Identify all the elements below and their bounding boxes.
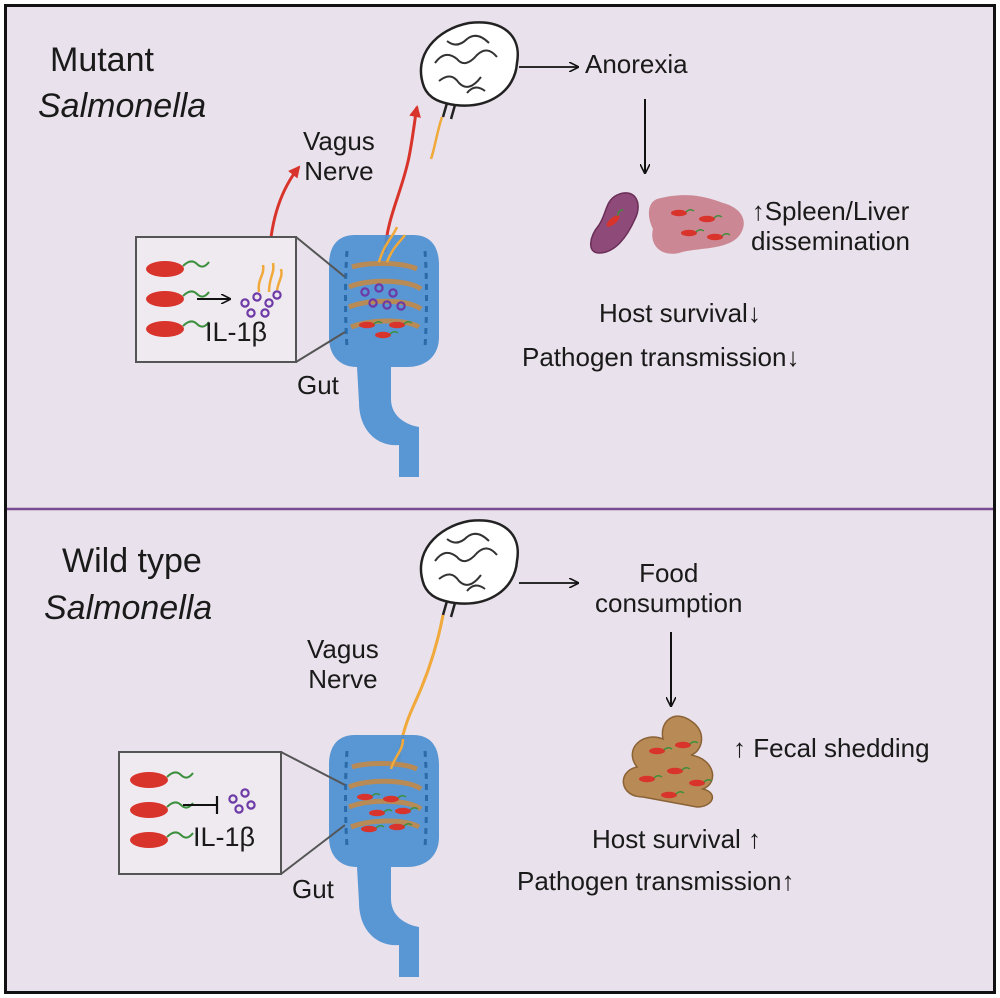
figure-frame: Mutant Salmonella Vagus Nerve IL-1β Gut …: [4, 4, 996, 994]
wildtype-title: Wild type: [62, 542, 202, 580]
feces-icon: [622, 715, 714, 808]
cytokine-label: IL-1β: [205, 317, 268, 347]
brain-icon: [419, 21, 520, 120]
gut-label: Gut: [292, 874, 334, 904]
brain-icon: [419, 519, 520, 618]
host-survival-label: Host survival ↑: [592, 824, 762, 854]
vagus-nerve-label: Vagus Nerve: [303, 126, 375, 186]
anorexia-label: Anorexia: [585, 49, 688, 79]
dissemination-label: ↑Spleen/Liver dissemination: [751, 196, 910, 256]
spleen-icon: [590, 192, 639, 254]
mutant-title: Mutant: [50, 41, 154, 79]
gut-icon: [329, 226, 439, 477]
host-survival-label: Host survival↓: [599, 298, 761, 328]
diagram-artwork: [7, 21, 993, 977]
gut-label: Gut: [297, 370, 339, 400]
wildtype-species: Salmonella: [44, 589, 213, 627]
liver-icon: [648, 195, 744, 254]
food-consumption-label: Food consumption: [595, 558, 743, 618]
fecal-shedding-label: ↑ Fecal shedding: [733, 733, 930, 763]
pathogen-transmission-label: Pathogen transmission↑: [517, 866, 795, 896]
vagus-nerve-label: Vagus Nerve: [307, 634, 379, 694]
inset-box: [135, 236, 346, 363]
inset-box: [118, 751, 346, 875]
mutant-species: Salmonella: [38, 87, 207, 125]
gut-icon: [329, 735, 439, 977]
signal-arrow: [383, 105, 421, 253]
cytokine-label: IL-1β: [193, 822, 256, 852]
pathogen-transmission-label: Pathogen transmission↓: [522, 342, 800, 372]
